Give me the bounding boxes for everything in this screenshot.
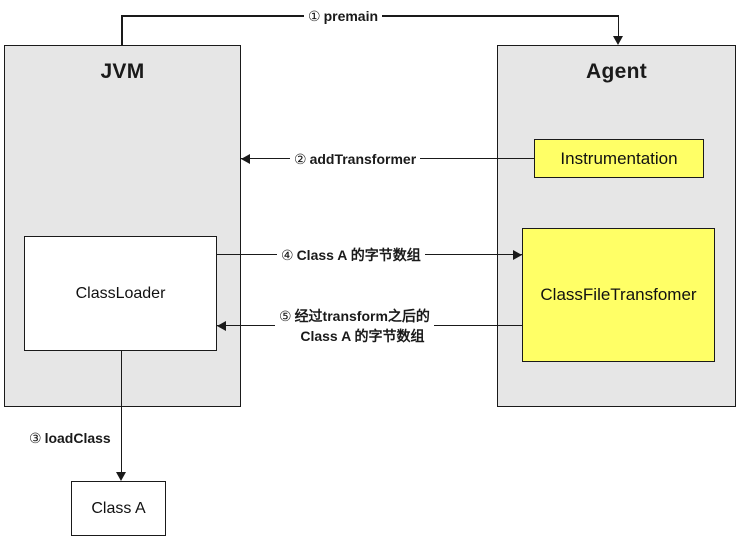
jvm-title: JVM	[100, 60, 145, 83]
premain-step-number: ①	[308, 8, 321, 24]
premain-edge-vertical-left	[121, 15, 123, 46]
classa-node[interactable]: Class A	[71, 481, 166, 536]
premain-arrowhead	[613, 36, 623, 45]
addtransformer-step-number: ②	[294, 151, 307, 167]
loadclass-step-number: ③	[29, 430, 42, 446]
jvm-container[interactable]: JVM	[4, 45, 241, 407]
classfiletransfomer-label: ClassFileTransfomer	[540, 285, 697, 304]
addtransformer-arrowhead	[241, 153, 250, 164]
classloader-node[interactable]: ClassLoader	[24, 236, 217, 351]
instrumentation-node[interactable]: Instrumentation	[534, 139, 704, 178]
loadclass-edge-line	[120, 351, 123, 479]
addtransformer-label-text: addTransformer	[309, 151, 417, 167]
loadclass-arrowhead	[116, 472, 126, 481]
transformedbytes-step-number: ⑤	[279, 308, 292, 324]
instrumentation-label: Instrumentation	[560, 148, 678, 168]
classbytes-label-text: Class A 的字节数组	[296, 247, 421, 263]
classloader-label: ClassLoader	[75, 284, 166, 302]
classbytes-step-number: ④	[281, 247, 294, 263]
transformedbytes-arrowhead	[217, 320, 226, 331]
classfiletransfomer-node[interactable]: ClassFileTransfomer	[522, 228, 715, 362]
transformedbytes-label-line2: Class A 的字节数组	[300, 328, 425, 345]
agent-title: Agent	[586, 60, 647, 83]
classbytes-arrowhead	[513, 249, 522, 260]
loadclass-label-text: loadClass	[44, 430, 111, 446]
premain-label-text: premain	[323, 8, 379, 24]
classa-label: Class A	[91, 499, 146, 517]
transformedbytes-label-line1: 经过transform之后的	[294, 308, 430, 324]
premain-edge-vertical-right	[617, 15, 620, 39]
